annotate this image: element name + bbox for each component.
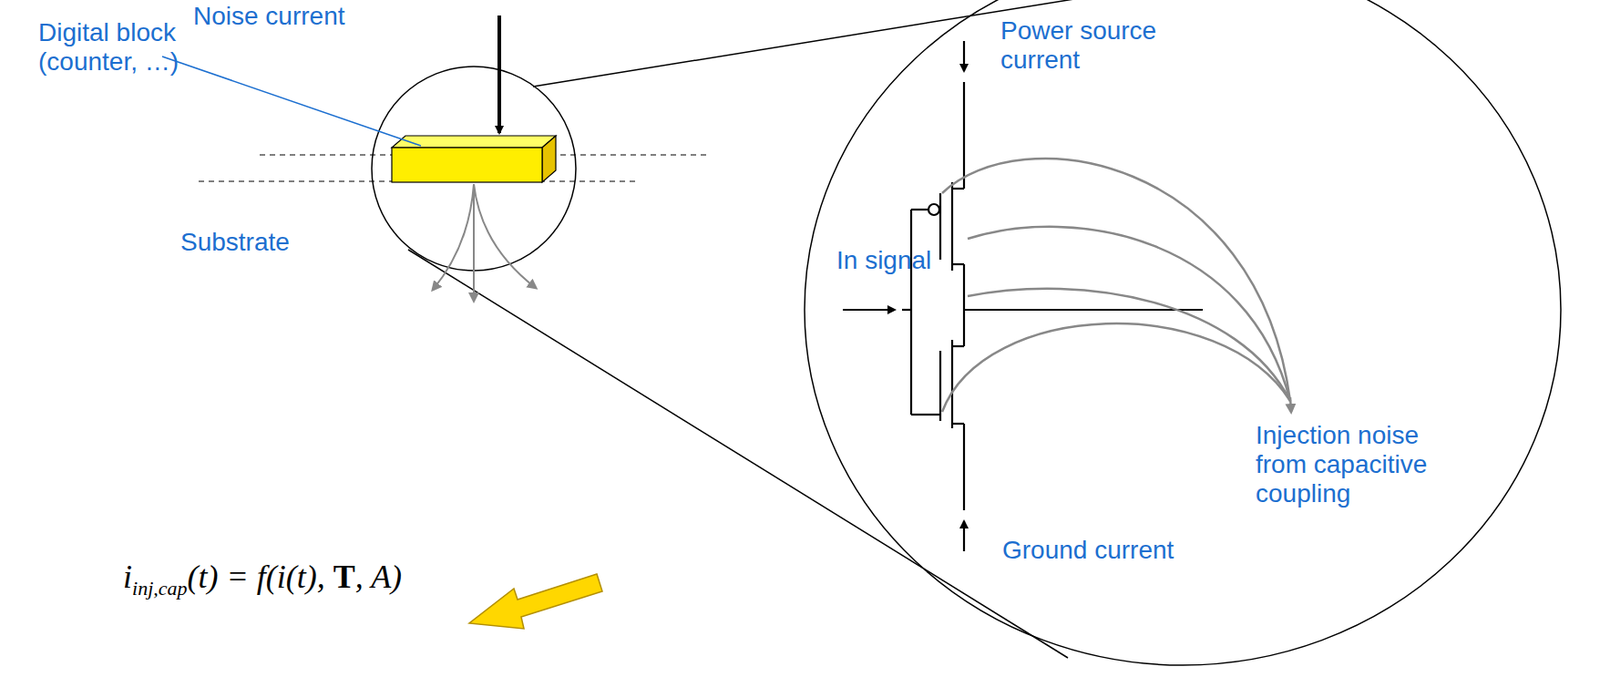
signal-label: Power source current [1000,16,1170,75]
zoom-line [408,249,1068,658]
input-arrow [842,308,895,311]
equation: iinj,cap(t) = f(i(t), T, A) [123,557,402,601]
note-label: Injection noise from capacitive coupling [1255,420,1470,510]
region-label: Substrate [180,227,327,257]
digital-block [391,135,556,183]
equation-part: inj,cap [132,576,188,600]
signal-label: In signal [836,246,965,276]
coupling-curves [942,158,1292,412]
leader-line [162,56,421,146]
equation-part: i [123,558,133,595]
block-label: Digital block (counter, …) [38,18,203,77]
equation-part: (t) = f(i(t), [187,558,334,595]
inverter-schematic [902,82,1203,511]
ground-arrow [963,521,965,552]
substrate-arrows [432,184,536,301]
current-arrow [497,15,502,134]
signal-label: Ground current [1002,535,1240,565]
pointer-arrow [469,574,603,629]
equation-part: T [333,558,356,595]
power-arrow [963,41,965,72]
zoom-line [533,0,1080,87]
equation-part: , A) [355,558,402,595]
signal-label: Noise current [193,1,394,31]
